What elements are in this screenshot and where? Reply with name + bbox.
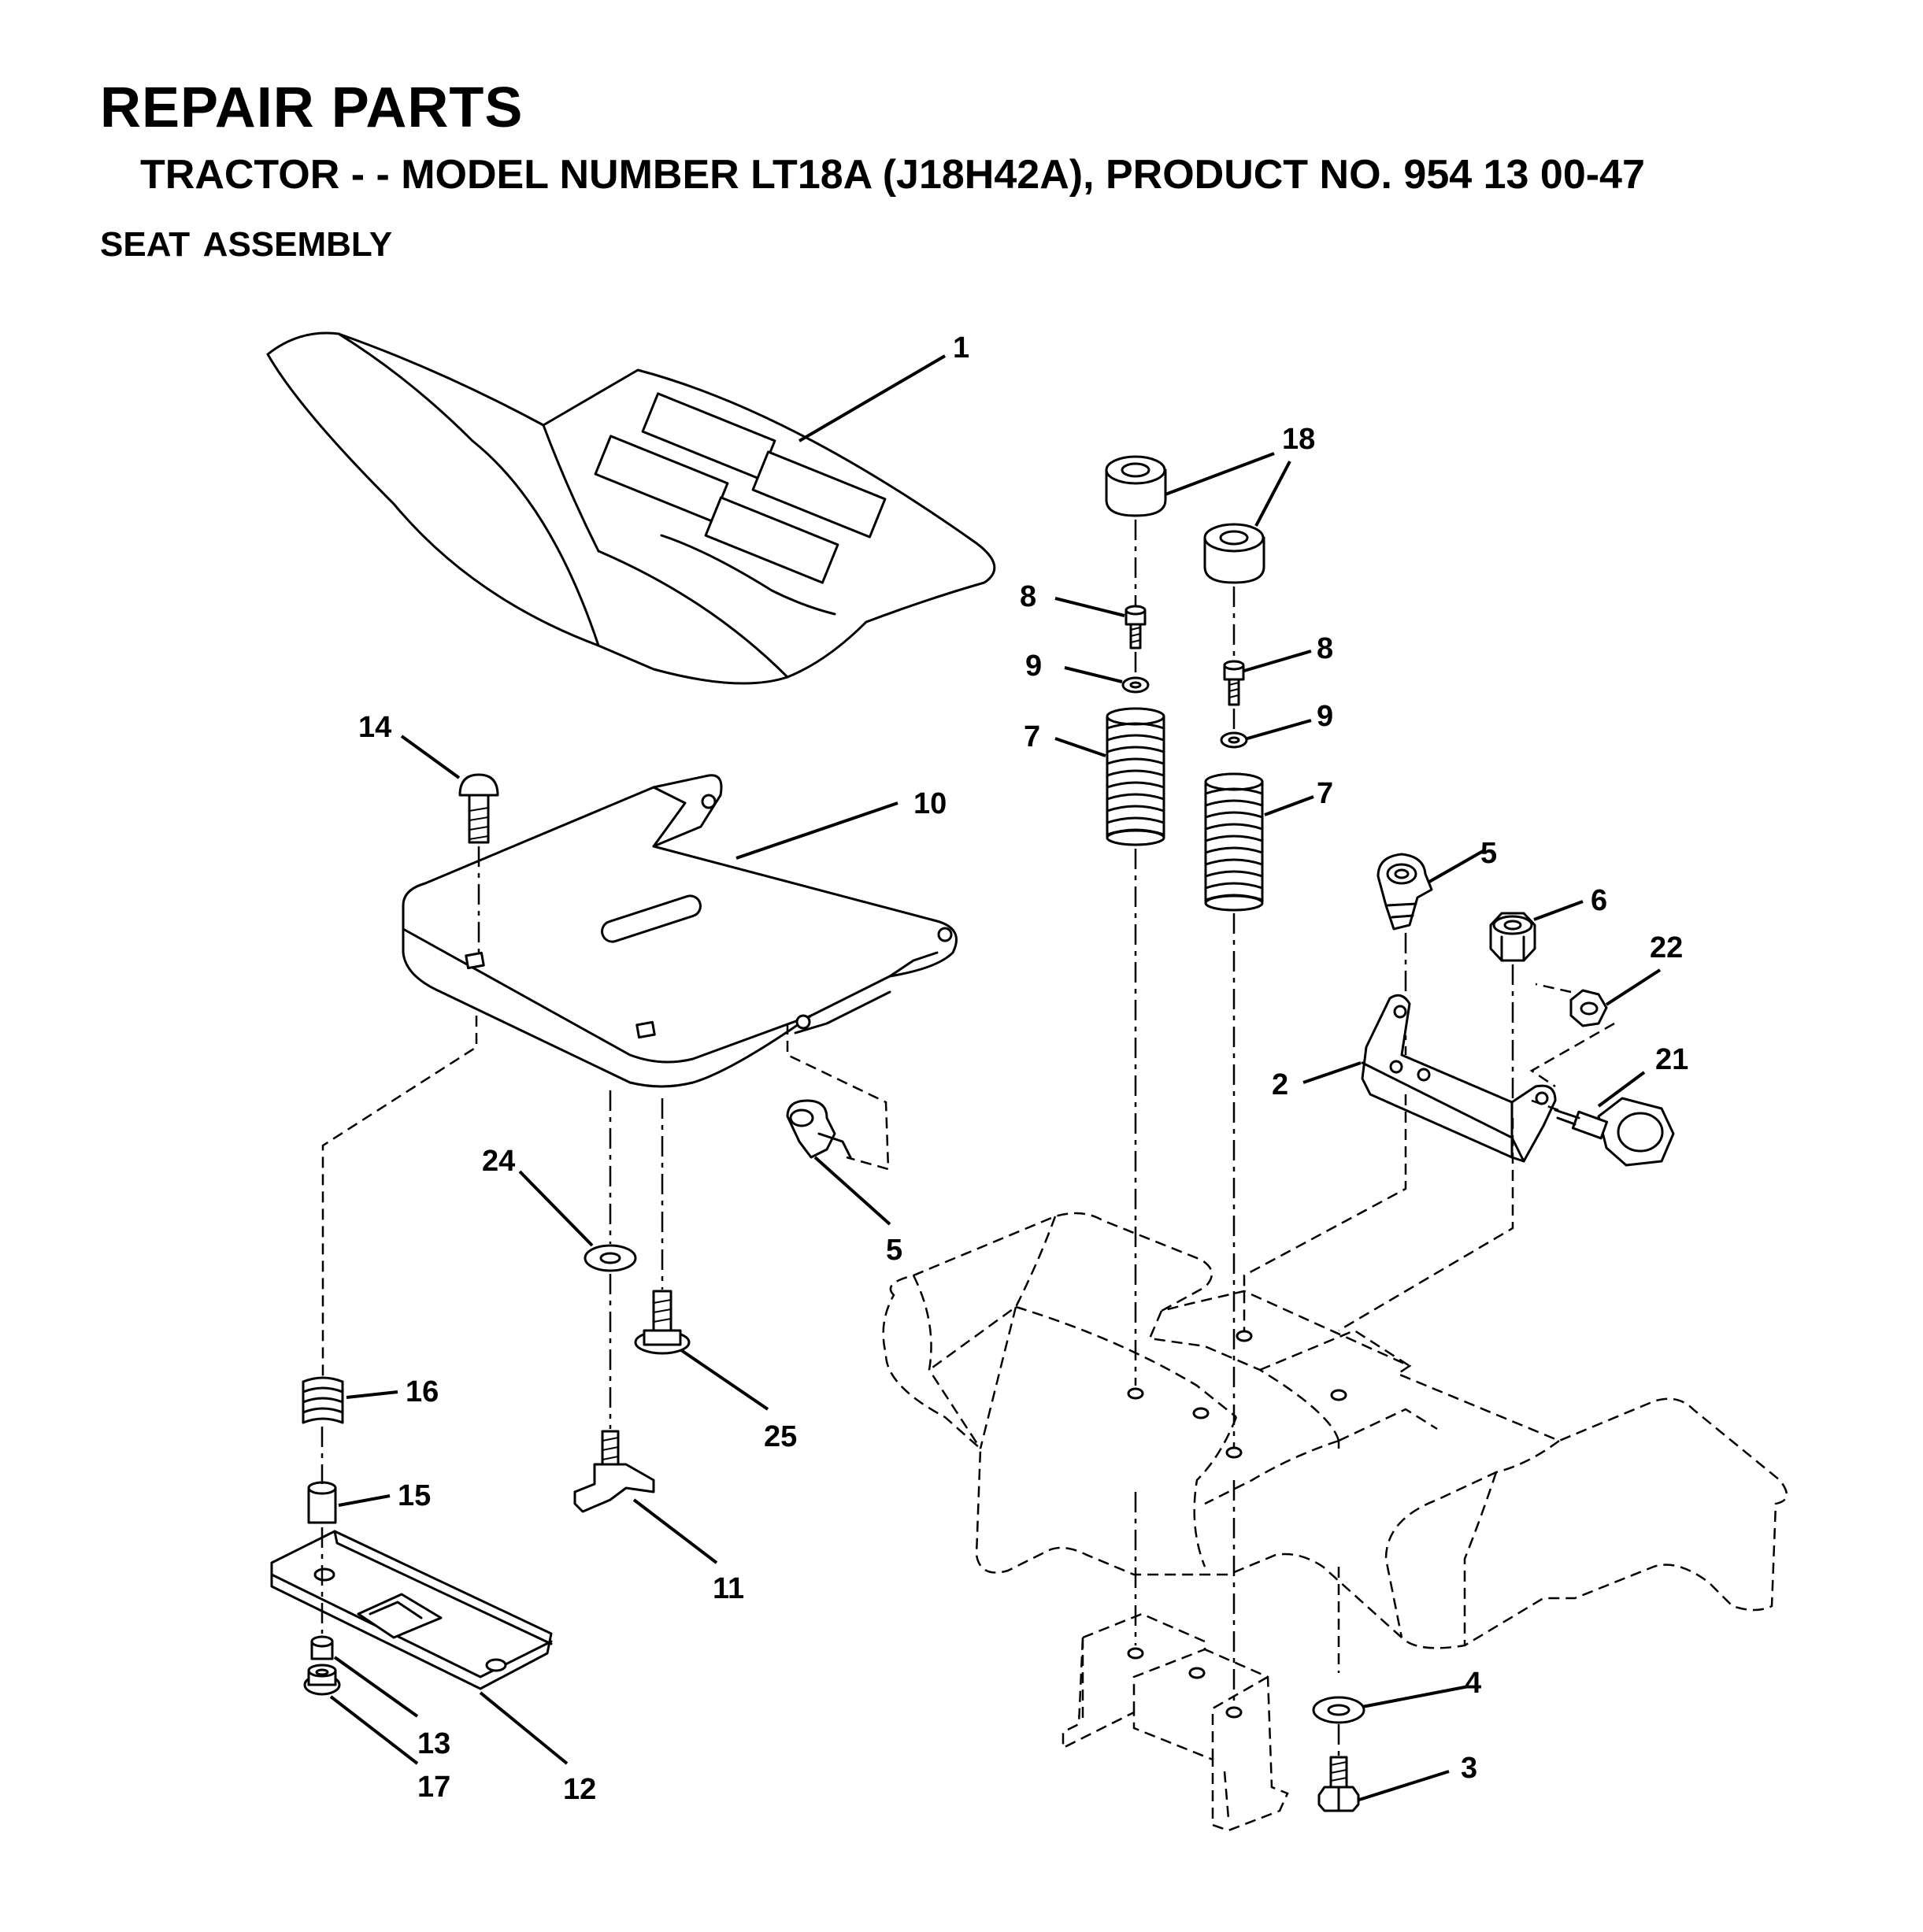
- callout-24: 24: [482, 1145, 515, 1178]
- callout-10: 10: [913, 787, 947, 820]
- page-header: REPAIR PARTS TRACTOR - - MODEL NUMBER LT…: [0, 0, 1923, 283]
- flange-nut-17-part: 17: [303, 1664, 450, 1804]
- callout-4: 4: [1465, 1667, 1481, 1700]
- callout-7-left: 7: [1024, 720, 1040, 753]
- hex-bolt-3-part: 3: [1317, 1752, 1477, 1812]
- seat-spring-7-left-part: 7: [1024, 707, 1165, 846]
- callout-3: 3: [1461, 1752, 1477, 1785]
- callout-9-right: 9: [1317, 700, 1333, 733]
- callout-22: 22: [1650, 931, 1683, 964]
- shoulder-bolt-part: 25: [634, 1098, 797, 1453]
- callout-13: 13: [417, 1727, 450, 1760]
- callout-14: 14: [358, 711, 391, 744]
- hex-screw-8-left-part: 8: [1020, 580, 1147, 650]
- rubber-bumper-18-part: 18: [1105, 423, 1315, 584]
- shoulder-bolt-21-part: 21: [1531, 1043, 1688, 1167]
- compression-spring-16-part: 16: [302, 1016, 478, 1424]
- lock-washer-9-left-part: 9: [1025, 650, 1150, 694]
- lock-nut-6-part: 6: [1489, 884, 1607, 1118]
- callout-21: 21: [1655, 1043, 1688, 1076]
- callout-17: 17: [417, 1771, 450, 1804]
- sub-frame-reference: [1062, 1612, 1289, 1832]
- callout-5-right: 5: [1480, 837, 1497, 870]
- callout-16: 16: [406, 1375, 439, 1408]
- page-title: REPAIR PARTS: [100, 76, 524, 139]
- seat-spring-7-right-part: 7: [1204, 772, 1333, 912]
- seat-pan-part: 10: [402, 774, 958, 1088]
- section-title: SEAT ASSEMBLY: [100, 225, 393, 264]
- carriage-bolt-part: 14: [358, 711, 499, 957]
- lock-washer-9-right-part: 9: [1220, 700, 1333, 749]
- hex-screw-8-right-part: 8: [1223, 632, 1333, 706]
- callout-15: 15: [398, 1479, 431, 1512]
- callout-1: 1: [953, 331, 969, 365]
- hex-nut-22-part: 22: [1529, 931, 1683, 1088]
- callout-9-left: 9: [1025, 650, 1042, 683]
- wing-knob-part: 11: [573, 1274, 744, 1605]
- spacer-15-part: 15: [307, 1427, 431, 1524]
- hex-nut-13-part: 13: [310, 1635, 450, 1760]
- adjuster-clip-right-part: 5: [1376, 837, 1497, 1055]
- callout-8-right: 8: [1317, 632, 1333, 665]
- adjuster-clip-left-part: 5: [786, 1023, 902, 1267]
- fender-frame-reference: [882, 1212, 1788, 1649]
- callout-12: 12: [563, 1773, 596, 1806]
- callout-2: 2: [1272, 1068, 1288, 1101]
- callout-5-left: 5: [886, 1234, 902, 1267]
- callout-8-left: 8: [1020, 580, 1036, 613]
- callout-18: 18: [1282, 423, 1315, 456]
- callout-7-right: 7: [1317, 777, 1333, 810]
- flat-washer-24-part: 24: [482, 1090, 637, 1272]
- callout-6: 6: [1591, 884, 1607, 917]
- callout-11: 11: [713, 1572, 744, 1605]
- seat-bracket-2-part: 2: [1272, 994, 1557, 1163]
- pivot-bracket-12-part: 12: [270, 1527, 596, 1806]
- seat-part: 1: [266, 331, 996, 685]
- flat-washer-4-part: 4: [1312, 1667, 1481, 1756]
- page-subtitle: TRACTOR - - MODEL NUMBER LT18A (J18H42A)…: [140, 152, 1645, 198]
- callout-25: 25: [764, 1420, 797, 1453]
